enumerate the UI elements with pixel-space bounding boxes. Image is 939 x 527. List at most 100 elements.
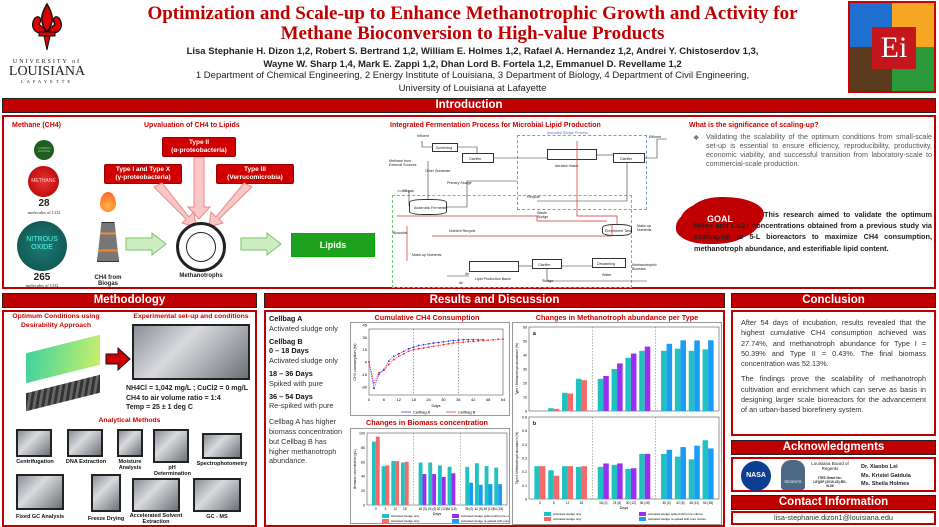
type3-1: (Verrucomicrobia) bbox=[227, 174, 283, 181]
bar-activated-sludge-re-spiked-with-pure-culture bbox=[708, 448, 714, 499]
bar-activated-sludge-only bbox=[674, 348, 681, 411]
fire-icon bbox=[100, 192, 116, 212]
results-section: Cellbag A Activated sludge only Cellbag … bbox=[264, 310, 725, 527]
university-logo: UNIVERSITY of LOUISIANA LAFAYETTE bbox=[2, 2, 92, 92]
diagram-other-substrate: Other Substrate bbox=[425, 169, 451, 173]
significance-text: Validating the scalability of the optimu… bbox=[706, 132, 932, 168]
legend-swatch bbox=[382, 514, 389, 518]
y-tick-label: 60 bbox=[523, 326, 527, 330]
x-tick-label: 18 bbox=[411, 397, 416, 402]
desirability-surface-plot bbox=[16, 334, 106, 412]
y-tick-label: 10 bbox=[523, 396, 527, 400]
bar-activated-sludge-only bbox=[395, 461, 400, 505]
type1-1: (γ-proteobacteria) bbox=[115, 174, 171, 181]
legend-label: Activated sludge spiked with pure cultur… bbox=[461, 514, 510, 518]
bar-activated-sludge-only bbox=[371, 441, 376, 505]
data-point bbox=[447, 340, 450, 342]
legend-swatch bbox=[544, 512, 551, 516]
bar-activated-sludge-only bbox=[465, 466, 470, 505]
legend-label: Activated sludge re-spiked with pure cul… bbox=[648, 517, 706, 521]
bar-activated-sludge-only bbox=[702, 440, 709, 499]
bar-activated-sludge-only bbox=[674, 456, 681, 499]
conditions-0: NH4Cl = 1,042 mg/L ; CuCl2 = 0 mg/L bbox=[126, 385, 249, 392]
legend-label: Cellbag A bbox=[413, 410, 430, 415]
data-point bbox=[368, 361, 370, 363]
freeze-drying-photo bbox=[91, 474, 121, 512]
methane-title: Methane (CH4) bbox=[12, 122, 62, 129]
bar-activated-sludge-re-spiked-with-pure-culture bbox=[478, 484, 483, 505]
x-tick-label: 18 bbox=[580, 501, 584, 505]
data-point bbox=[497, 338, 499, 341]
ase-photo bbox=[132, 478, 180, 512]
diagram-biomass: Methanotrophic Biomass bbox=[632, 263, 657, 271]
centrifugation-photo bbox=[16, 429, 52, 457]
analytical-title: Analytical Methods bbox=[98, 417, 161, 424]
bar-activated-sludge-spiked-with-pure-culture bbox=[644, 453, 651, 499]
university-logo-text-0: UNIVERSITY of bbox=[12, 59, 82, 65]
data-point bbox=[417, 347, 420, 350]
legend-swatch bbox=[639, 517, 646, 521]
data-point bbox=[472, 338, 475, 341]
diagram-clarifier: Clarifier bbox=[620, 157, 633, 161]
bar-activated-sludge-only bbox=[567, 466, 574, 499]
goal-cloud: GOAL bbox=[680, 201, 760, 241]
data-point bbox=[407, 347, 410, 350]
methanotrophs-label: Methanotrophs bbox=[179, 273, 223, 279]
diagram-activated-sludge: Activated Sludge Process bbox=[547, 131, 588, 135]
data-point bbox=[457, 341, 460, 344]
significance-title: What is the significance of scaling-up? bbox=[689, 122, 819, 129]
methods-row1-1: DNA Extraction bbox=[65, 459, 107, 465]
goal-text: This research aimed to validate the opti… bbox=[694, 210, 932, 253]
data-point bbox=[387, 360, 390, 363]
bar-activated-sludge-spiked-with-pure-culture bbox=[630, 468, 637, 499]
type2-box: Type II(α-proteobacteria) bbox=[162, 137, 236, 157]
bar-activated-sludge-only bbox=[548, 408, 554, 411]
y-axis-label: CH4 consumption (%) bbox=[353, 343, 357, 381]
bar-activated-sludge-spiked-with-pure-culture bbox=[432, 474, 437, 505]
x-axis-label: Days bbox=[431, 403, 440, 408]
data-point bbox=[462, 341, 465, 344]
data-point bbox=[417, 344, 420, 347]
methods-row2-2: Accelerated Solvent Extraction bbox=[129, 513, 183, 525]
results-phase2-text: Spiked with pure bbox=[269, 378, 323, 388]
x-tick-label: 18 (0) bbox=[418, 507, 426, 511]
data-point bbox=[427, 346, 430, 349]
data-point bbox=[442, 343, 445, 346]
x-axis-label: Days bbox=[620, 506, 629, 510]
intro-n2o-label: NITROUS OXIDE bbox=[26, 236, 58, 251]
header-title-line2: Methane Bioconversion to High-value Prod… bbox=[280, 23, 665, 44]
bar-activated-sludge-only bbox=[575, 378, 582, 411]
bar-activated-sludge-only bbox=[562, 466, 568, 499]
bar-activated-sludge-only bbox=[418, 462, 423, 505]
data-point bbox=[422, 347, 425, 349]
bar-activated-sludge-only bbox=[375, 436, 380, 505]
y-tick-label: 0.5 bbox=[522, 429, 527, 433]
contact-section: lisa-stephanie.dizon1@louisiana.edu bbox=[731, 511, 936, 525]
data-point bbox=[427, 342, 430, 345]
setup-title: Experimental set-up and conditions bbox=[133, 313, 249, 320]
data-point bbox=[477, 338, 480, 341]
bar-activated-sludge-only bbox=[567, 393, 574, 411]
bar-activated-sludge-only bbox=[625, 357, 631, 411]
legend-swatch bbox=[452, 514, 459, 518]
x-tick-label: 42 (6) bbox=[676, 501, 684, 505]
conditions-2: Temp = 25 ± 1 deg C bbox=[126, 404, 193, 411]
ph-determination-photo bbox=[153, 429, 189, 463]
data-point bbox=[477, 340, 480, 342]
green-arrow-icon bbox=[125, 232, 167, 256]
ack-nasa-logo: NASA bbox=[746, 472, 766, 479]
contact-email[interactable]: lisa-stephanie.dizon1@louisiana.edu bbox=[774, 513, 893, 522]
diagram-lipid-basin: Lipid Production Basin bbox=[475, 277, 511, 281]
intro-methane-label: METHANE bbox=[31, 178, 56, 184]
data-point bbox=[397, 352, 400, 355]
bar-activated-sludge-re-spiked-with-pure-culture bbox=[680, 340, 686, 411]
data-point bbox=[467, 338, 470, 341]
methodology-section: Optimum Conditions using Desirability Ap… bbox=[2, 310, 257, 527]
legend-label: Activated sludge spiked with pure cultur… bbox=[648, 512, 703, 516]
bar-activated-sludge-only bbox=[404, 461, 409, 505]
bar-activated-sludge-re-spiked-with-pure-culture bbox=[680, 447, 686, 499]
type2-0: Type II bbox=[188, 139, 210, 146]
bar-activated-sludge-only bbox=[611, 369, 618, 411]
